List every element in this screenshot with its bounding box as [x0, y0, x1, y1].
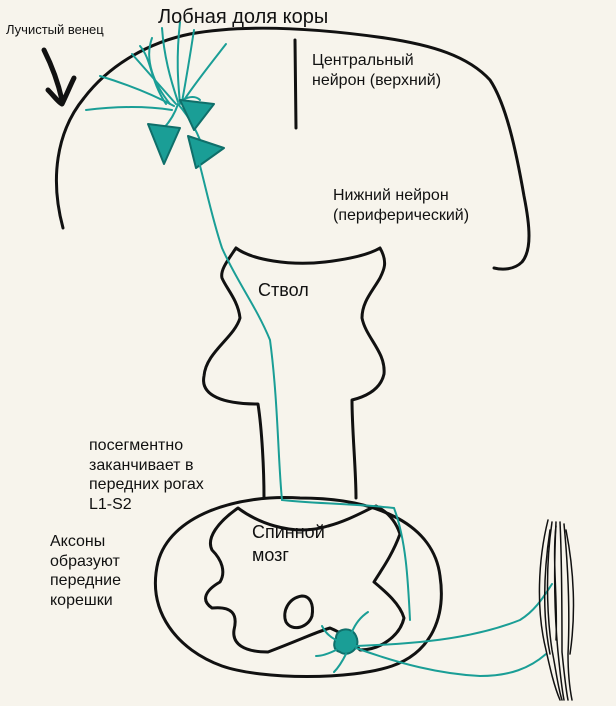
brainstem-outline — [202, 246, 387, 500]
label-axons-roots-line-2: образуют — [50, 552, 120, 570]
pyramidal-neuron-2 — [147, 123, 181, 165]
label-spinal-cord: Спинной мозг — [252, 521, 325, 567]
label-brainstem: Ствол — [258, 280, 309, 300]
radiant-fibers — [85, 21, 227, 141]
label-spinal-cord-line-1: Спинной — [252, 522, 325, 542]
central-canal — [283, 594, 314, 630]
pyramidal-neuron-3 — [187, 135, 225, 169]
label-radiant-crown: Лучистый венец — [6, 22, 104, 37]
label-axons-roots-line-4: корешки — [50, 591, 113, 609]
pyramidal-neuron-1 — [179, 99, 215, 131]
anterior-horn-cell — [333, 628, 359, 655]
label-spinal-cord-line-2: мозг — [252, 545, 290, 566]
label-lower-neuron: Нижний нейрон (периферический) — [333, 186, 469, 225]
central-sulcus — [293, 38, 298, 130]
label-segmental-ending-line-4: L1-S2 — [89, 495, 132, 513]
spinal-cord-outline — [153, 496, 443, 678]
label-segmental-ending-line-1: посегментно — [89, 437, 184, 454]
label-central-neuron: Центральный нейрон (верхний) — [312, 51, 441, 90]
lower-motor-neuron — [315, 583, 553, 678]
label-frontal-lobe: Лобная доля коры — [158, 6, 329, 28]
skeletal-muscle — [538, 519, 575, 701]
efferent-branch — [355, 583, 553, 647]
label-axons-roots-line-3: передние — [50, 572, 122, 590]
label-segmental-ending-line-3: передних рогах — [89, 476, 204, 494]
neuron-dendrites — [315, 611, 369, 673]
label-axons-roots-line-1: Аксоны — [50, 533, 106, 550]
label-lower-neuron-line-2: (периферический) — [333, 206, 470, 224]
label-central-neuron-line-1: Центральный — [312, 52, 414, 69]
radiant-crown-arrow — [41, 47, 77, 107]
label-segmental-ending-line-2: заканчивает в — [89, 456, 194, 474]
label-lower-neuron-line-1: Нижний нейрон — [333, 187, 449, 204]
pyramidal-neurons — [147, 99, 225, 169]
descending-axon — [197, 157, 411, 621]
brain-outline — [54, 26, 531, 271]
label-axons-roots: Аксоны образуют передние корешки — [50, 532, 121, 610]
peripheral-axon — [355, 647, 547, 678]
label-central-neuron-line-2: нейрон (верхний) — [312, 71, 442, 89]
label-segmental-ending: посегментно заканчивает в передних рогах… — [89, 436, 204, 514]
